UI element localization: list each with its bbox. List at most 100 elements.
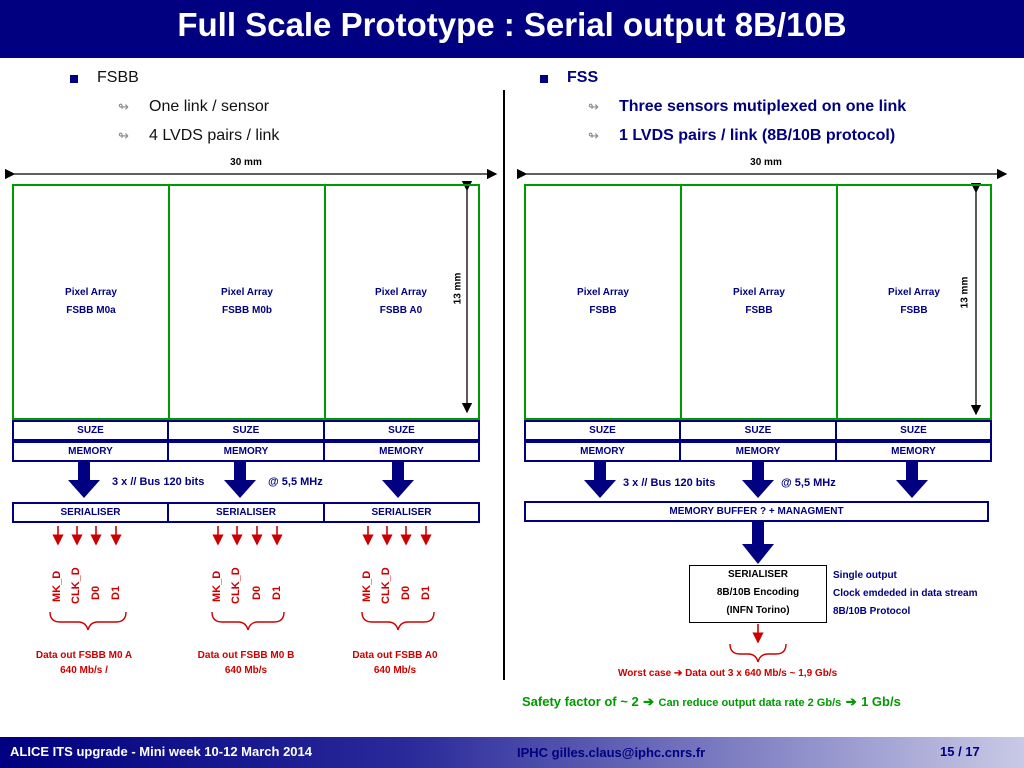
- worst-case-prefix: Worst case: [618, 668, 672, 679]
- right-sub2: 1 LVDS pairs / link (8B/10B protocol): [619, 127, 896, 144]
- left-suze-1: SUZE: [167, 420, 325, 441]
- signal-label: CLK_D: [380, 567, 392, 604]
- left-output-0: Data out FSBB M0 A 640 Mb/s /: [14, 650, 154, 676]
- signal-label: D0: [90, 585, 102, 600]
- memory-buffer-box: MEMORY BUFFER ? + MANAGMENT: [524, 501, 989, 522]
- signal-label: D0: [251, 585, 263, 600]
- left-signal-arrows: [52, 526, 764, 644]
- pixel-array-id: FSBB M0a: [66, 305, 116, 316]
- output-name: Data out FSBB M0 B: [197, 650, 295, 661]
- right-suze-1: SUZE: [679, 420, 837, 441]
- left-heading: FSBB: [97, 69, 139, 86]
- left-memory-2: MEMORY: [323, 441, 480, 462]
- left-memory-0: MEMORY: [12, 441, 169, 462]
- left-sub1: One link / sensor: [149, 98, 270, 115]
- right-bus-label: 3 x // Bus 120 bits: [623, 477, 716, 489]
- pixel-array-id: FSBB A0: [379, 305, 423, 316]
- footer-contact: IPHC gilles.claus@iphc.cnrs.fr: [517, 745, 706, 760]
- left-serialiser-1: SERIALISER: [167, 502, 325, 523]
- note-line: 8B/10B Protocol: [833, 606, 911, 617]
- pixel-array-label: Pixel Array: [577, 287, 629, 298]
- signal-label: CLK_D: [70, 567, 82, 604]
- slide-title: Full Scale Prototype : Serial output 8B/…: [177, 6, 847, 43]
- title-bar: [0, 0, 1024, 58]
- signal-label: MK_D: [51, 570, 63, 602]
- output-name: Data out FSBB M0 A: [35, 650, 133, 661]
- right-memory-1: MEMORY: [679, 441, 837, 462]
- signal-label: D1: [420, 585, 432, 600]
- safety-part3: 1 Gb/s: [861, 694, 901, 709]
- pixel-array-label: Pixel Array: [221, 287, 273, 298]
- left-serialiser-0: SERIALISER: [12, 502, 169, 523]
- right-suze-2: SUZE: [835, 420, 992, 441]
- left-pixel-array-2: Pixel Array FSBB A0: [324, 184, 480, 420]
- right-arrow-icon: ➔: [673, 668, 683, 679]
- pixel-array-label: Pixel Array: [375, 287, 427, 298]
- column-divider: [503, 90, 505, 680]
- pixel-array-id: FSBB: [745, 305, 773, 316]
- footer-page-number: 15 / 17: [940, 744, 980, 759]
- sub-bullet-arrow-icon: ↬: [118, 99, 129, 114]
- footer-bar: [0, 737, 1024, 768]
- pixel-array-id: FSBB: [900, 305, 928, 316]
- right-pixel-array-0: Pixel Array FSBB: [524, 184, 682, 420]
- safety-part1: Safety factor of ~ 2: [522, 694, 639, 709]
- left-output-1: Data out FSBB M0 B 640 Mb/s: [176, 650, 316, 676]
- serialiser-notes: Single output Clock emdeded in data stre…: [833, 567, 978, 621]
- serialiser-encoding: 8B/10B Encoding: [716, 587, 800, 598]
- left-width-label: 30 mm: [230, 157, 262, 168]
- sub-bullet-arrow-icon: ↬: [118, 128, 129, 143]
- left-output-2: Data out FSBB A0 640 Mb/s: [325, 650, 465, 676]
- output-rate: 640 Mb/s /: [60, 665, 108, 676]
- pixel-array-label: Pixel Array: [888, 287, 940, 298]
- sub-bullet-arrow-icon: ↬: [588, 99, 599, 114]
- right-memory-2: MEMORY: [835, 441, 992, 462]
- signal-label: D0: [400, 585, 412, 600]
- bullet-square-icon: [540, 75, 548, 83]
- note-line: Single output: [833, 570, 897, 581]
- left-serialiser-2: SERIALISER: [323, 502, 480, 523]
- safety-part2: Can reduce output data rate 2 Gb/s: [658, 697, 842, 709]
- left-bus-arrows: [68, 462, 414, 498]
- pixel-array-id: FSBB: [589, 305, 617, 316]
- pixel-array-id: FSBB M0b: [222, 305, 272, 316]
- note-line: Clock emdeded in data stream: [833, 588, 978, 599]
- footer-event: ALICE ITS upgrade - Mini week 10-12 Marc…: [10, 744, 312, 759]
- left-pixel-array-0: Pixel Array FSBB M0a: [12, 184, 170, 420]
- sub-bullet-arrow-icon: ↬: [588, 128, 599, 143]
- signal-label: D1: [271, 585, 283, 600]
- worst-case-line: Worst case ➔ Data out 3 x 640 Mb/s ~ 1,9…: [618, 668, 918, 679]
- safety-factor-line: Safety factor of ~ 2 ➔ Can reduce output…: [522, 693, 901, 711]
- left-bus-label: 3 x // Bus 120 bits: [112, 476, 205, 488]
- left-freq-label: @ 5,5 MHz: [268, 476, 323, 488]
- output-name: Data out FSBB A0: [352, 650, 438, 661]
- right-memory-0: MEMORY: [524, 441, 681, 462]
- serialiser-title: SERIALISER: [727, 569, 788, 580]
- right-arrow-icon: ➔: [845, 694, 857, 709]
- output-rate: 640 Mb/s: [373, 665, 417, 676]
- left-sub2: 4 LVDS pairs / link: [149, 127, 280, 144]
- right-pixel-array-2: Pixel Array FSBB: [836, 184, 992, 420]
- left-pixel-array-1: Pixel Array FSBB M0b: [168, 184, 326, 420]
- output-rate: 640 Mb/s: [224, 665, 268, 676]
- pixel-array-label: Pixel Array: [65, 287, 117, 298]
- right-suze-0: SUZE: [524, 420, 681, 441]
- serialiser-origin: (INFN Torino): [726, 605, 790, 616]
- bullet-square-icon: [70, 75, 78, 83]
- left-memory-1: MEMORY: [167, 441, 325, 462]
- right-freq-label: @ 5,5 MHz: [781, 477, 836, 489]
- buffer-to-serialiser-arrow: [742, 522, 774, 564]
- signal-label: CLK_D: [230, 567, 242, 604]
- right-heading: FSS: [567, 69, 599, 86]
- signal-label: MK_D: [211, 570, 223, 602]
- right-pixel-array-1: Pixel Array FSBB: [680, 184, 838, 420]
- serialiser-8b10b-box: SERIALISER 8B/10B Encoding (INFN Torino): [689, 565, 827, 623]
- pixel-array-label: Pixel Array: [733, 287, 785, 298]
- right-arrow-icon: ➔: [643, 694, 655, 709]
- right-sub1: Three sensors mutiplexed on one link: [619, 98, 907, 115]
- right-width-label: 30 mm: [750, 157, 782, 168]
- signal-label: MK_D: [361, 570, 373, 602]
- left-suze-0: SUZE: [12, 420, 169, 441]
- red-braces: [49, 611, 787, 663]
